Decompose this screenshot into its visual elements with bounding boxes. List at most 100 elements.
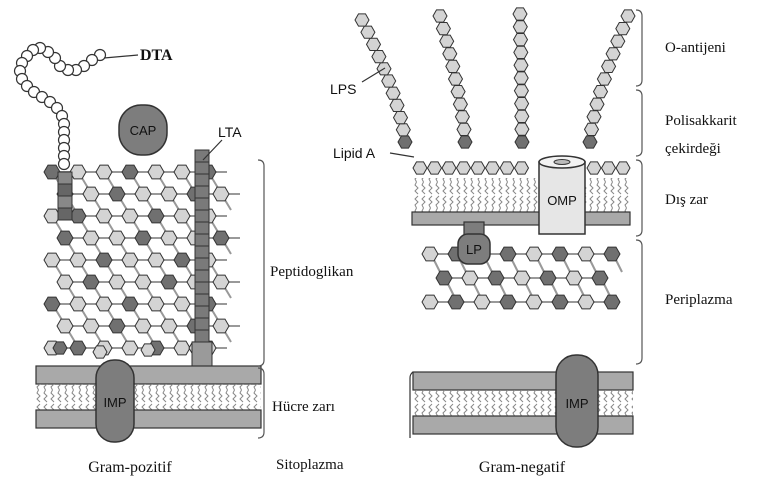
- sugar-hexagon: [457, 123, 471, 135]
- sugar-hexagon: [148, 209, 164, 223]
- sugar-hexagon: [174, 165, 190, 179]
- peptide-bridge: [186, 310, 192, 320]
- sugar-hexagon: [621, 10, 635, 22]
- peptide-bridge: [160, 178, 166, 188]
- outer-membrane-bracket: [636, 160, 642, 236]
- sugar-hexagon: [606, 48, 620, 60]
- sugar-hexagon: [566, 271, 582, 285]
- dta-segment: [58, 184, 72, 196]
- sugar-hexagon: [70, 253, 86, 267]
- peptide-bridge: [82, 178, 88, 188]
- sugar-hexagon: [396, 124, 410, 136]
- gram-negative-imp-label: IMP: [565, 396, 588, 411]
- sugar-hexagon: [514, 34, 528, 46]
- peptide-bridge: [212, 178, 218, 188]
- sugar-hexagon: [174, 253, 190, 267]
- sugar-hexagon: [83, 319, 99, 333]
- sugar-hexagon: [604, 247, 620, 261]
- peptide-bridge: [160, 310, 166, 320]
- lta-segment: [195, 234, 209, 246]
- lipid-a-pointer-line: [390, 153, 414, 157]
- peptide-bridge: [82, 310, 88, 320]
- sugar-hexagon: [436, 23, 450, 35]
- sugar-hexagon: [122, 209, 138, 223]
- sugar-hexagon: [436, 271, 452, 285]
- lta-segment: [195, 198, 209, 210]
- peptide-bridge: [186, 222, 192, 232]
- peptide-bridge: [121, 332, 127, 342]
- peptide-bridge: [56, 310, 62, 320]
- polysaccharide-core-label-line2: çekirdeği: [665, 141, 721, 157]
- lta-segment: [195, 174, 209, 186]
- lta-segment: [195, 318, 209, 330]
- sugar-hexagon: [161, 187, 177, 201]
- sugar-hexagon: [488, 271, 504, 285]
- sugar-hexagon: [355, 14, 369, 26]
- peptide-bridge: [512, 260, 518, 272]
- sugar-hexagon: [515, 136, 529, 148]
- lta-segment: [195, 270, 209, 282]
- peptidoglycan-bracket: [258, 160, 264, 366]
- peptide-bridge: [173, 332, 179, 342]
- sugar-hexagon: [513, 21, 527, 33]
- sugar-hexagon: [486, 162, 500, 174]
- sugar-hexagon: [122, 165, 138, 179]
- peptide-bridge: [538, 260, 544, 272]
- sugar-hexagon: [602, 162, 616, 174]
- peptide-bridge: [225, 332, 231, 342]
- sugar-hexagon: [135, 319, 151, 333]
- sugar-hexagon: [213, 319, 229, 333]
- sugar-hexagon: [457, 162, 471, 174]
- periplasm-bracket: [636, 240, 642, 364]
- right-layer-labels: O-antijeni Polisakkarit çekirdeği Dış za…: [636, 10, 737, 364]
- peptide-bridge: [121, 200, 127, 210]
- gram-negative-cell-membrane: [410, 372, 633, 438]
- peptide-bridge: [121, 244, 127, 254]
- sugar-hexagon: [616, 162, 630, 174]
- peptide-bridge: [173, 244, 179, 254]
- cap-capsule-protein: CAP: [119, 105, 167, 155]
- sugar-hexagon: [433, 10, 447, 22]
- peptide-bridge: [69, 332, 75, 342]
- sugar-hexagon: [604, 295, 620, 309]
- sugar-hexagon: [174, 341, 190, 355]
- sugar-hexagon: [453, 98, 467, 110]
- sugar-hexagon: [109, 319, 125, 333]
- gram-negative-imp-protein: IMP: [556, 355, 598, 447]
- peptide-bridge: [212, 222, 218, 232]
- gram-positive-imp-label: IMP: [103, 395, 126, 410]
- sugar-hexagon: [602, 60, 616, 72]
- sugar-hexagon: [587, 111, 601, 123]
- lipid-a-label: Lipid A: [333, 145, 376, 161]
- lta-segment: [195, 210, 209, 222]
- peptide-bridge: [186, 178, 192, 188]
- sugar-hexagon: [552, 295, 568, 309]
- lta-lipoteichoic-acid-chain: [192, 150, 212, 368]
- sugar-hexagon: [174, 297, 190, 311]
- gram-negative-outer-membrane: [412, 162, 630, 225]
- sugar-hexagon: [83, 231, 99, 245]
- sugar-hexagon: [135, 275, 151, 289]
- sugar-hexagon: [148, 297, 164, 311]
- sugar-hexagon: [592, 271, 608, 285]
- sugar-hexagon: [428, 162, 442, 174]
- peptide-bridge: [173, 200, 179, 210]
- sugar-hexagon: [448, 295, 464, 309]
- peptide-bridge: [95, 288, 101, 298]
- sugar-hexagon: [540, 271, 556, 285]
- cell-membrane-label: Hücre zarı: [272, 399, 335, 415]
- peptide-bridge: [616, 260, 622, 272]
- sugar-hexagon: [515, 110, 529, 122]
- sugar-hexagon: [514, 72, 528, 84]
- sugar-hexagon: [526, 247, 542, 261]
- peptide-bridge: [186, 266, 192, 276]
- sugar-hexagon: [70, 297, 86, 311]
- gram-negative-caption: Gram-negatif: [479, 459, 566, 476]
- peptide-bridge: [108, 222, 114, 232]
- polysaccharide-core-bracket: [636, 90, 642, 156]
- o-antigen-label: O-antijeni: [665, 40, 726, 56]
- sugar-hexagon: [446, 60, 460, 72]
- dta-bead: [59, 159, 70, 170]
- sugar-hexagon: [514, 59, 528, 71]
- sugar-hexagon: [552, 247, 568, 261]
